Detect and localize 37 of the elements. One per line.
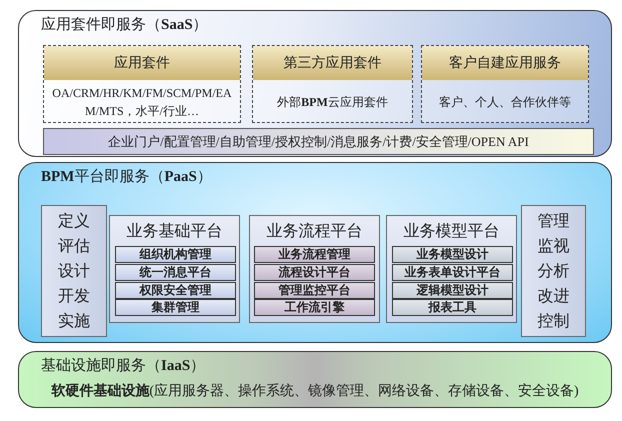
module-item: 统一消息平台 (115, 264, 236, 281)
platform-box (386, 215, 517, 323)
module-item: 报表工具 (392, 299, 513, 316)
module-item: 集群管理 (115, 299, 236, 316)
panel-description: 软硬件基础设施(应用服务器、操作系统、镜像管理、网络设备、存储设备、安全设备) (50, 382, 580, 400)
module-item: 业务流程管理 (254, 246, 375, 263)
lifecycle-column: 管理监视分析改进控制 (521, 205, 586, 337)
service-panel (18, 162, 612, 343)
suite-box (421, 45, 589, 123)
platform-title: 业务基础平台 (126, 222, 224, 242)
platform-title: 业务模型平台 (402, 222, 500, 242)
platform-box (249, 215, 380, 323)
module-item: 逻辑模型设计 (392, 282, 513, 299)
module-item: 组织机构管理 (115, 246, 236, 263)
module-item: 业务表单设计平台 (392, 264, 513, 281)
panel-title: 基础设施即服务（IaaS） (41, 356, 206, 375)
suite-description: 客户、个人、合作伙伴等 (438, 94, 572, 111)
suite-box (43, 45, 241, 123)
panel-title: 应用套件即服务（SaaS） (41, 15, 208, 34)
suite-description: 外部BPM云应用套件 (276, 94, 389, 111)
module-item: 业务模型设计 (392, 246, 513, 263)
platform-box (109, 215, 240, 323)
panel-title: BPM平台即服务（PaaS） (41, 168, 212, 186)
service-panel (18, 351, 612, 408)
suite-box (252, 45, 413, 123)
module-item: 流程设计平台 (254, 264, 375, 281)
suite-header: 客户自建应用服务 (422, 46, 588, 80)
module-item: 权限安全管理 (115, 282, 236, 299)
module-item: 工作流引擎 (254, 299, 375, 316)
lifecycle-column: 定义评估设计开发实施 (41, 205, 107, 337)
suite-description: OA/CRM/HR/KM/FM/SCM/PM/EAM/MTS，水平/行业… (51, 85, 233, 120)
suite-header: 第三方应用套件 (253, 46, 412, 80)
module-item: 管理监控平台 (254, 282, 375, 299)
platform-title: 业务流程平台 (266, 222, 364, 242)
feature-bar: 企业门户/配置管理/自助管理/授权控制/消息服务/计费/安全管理/OPEN API (43, 128, 594, 155)
service-panel (18, 10, 612, 157)
suite-header: 应用套件 (44, 46, 240, 80)
